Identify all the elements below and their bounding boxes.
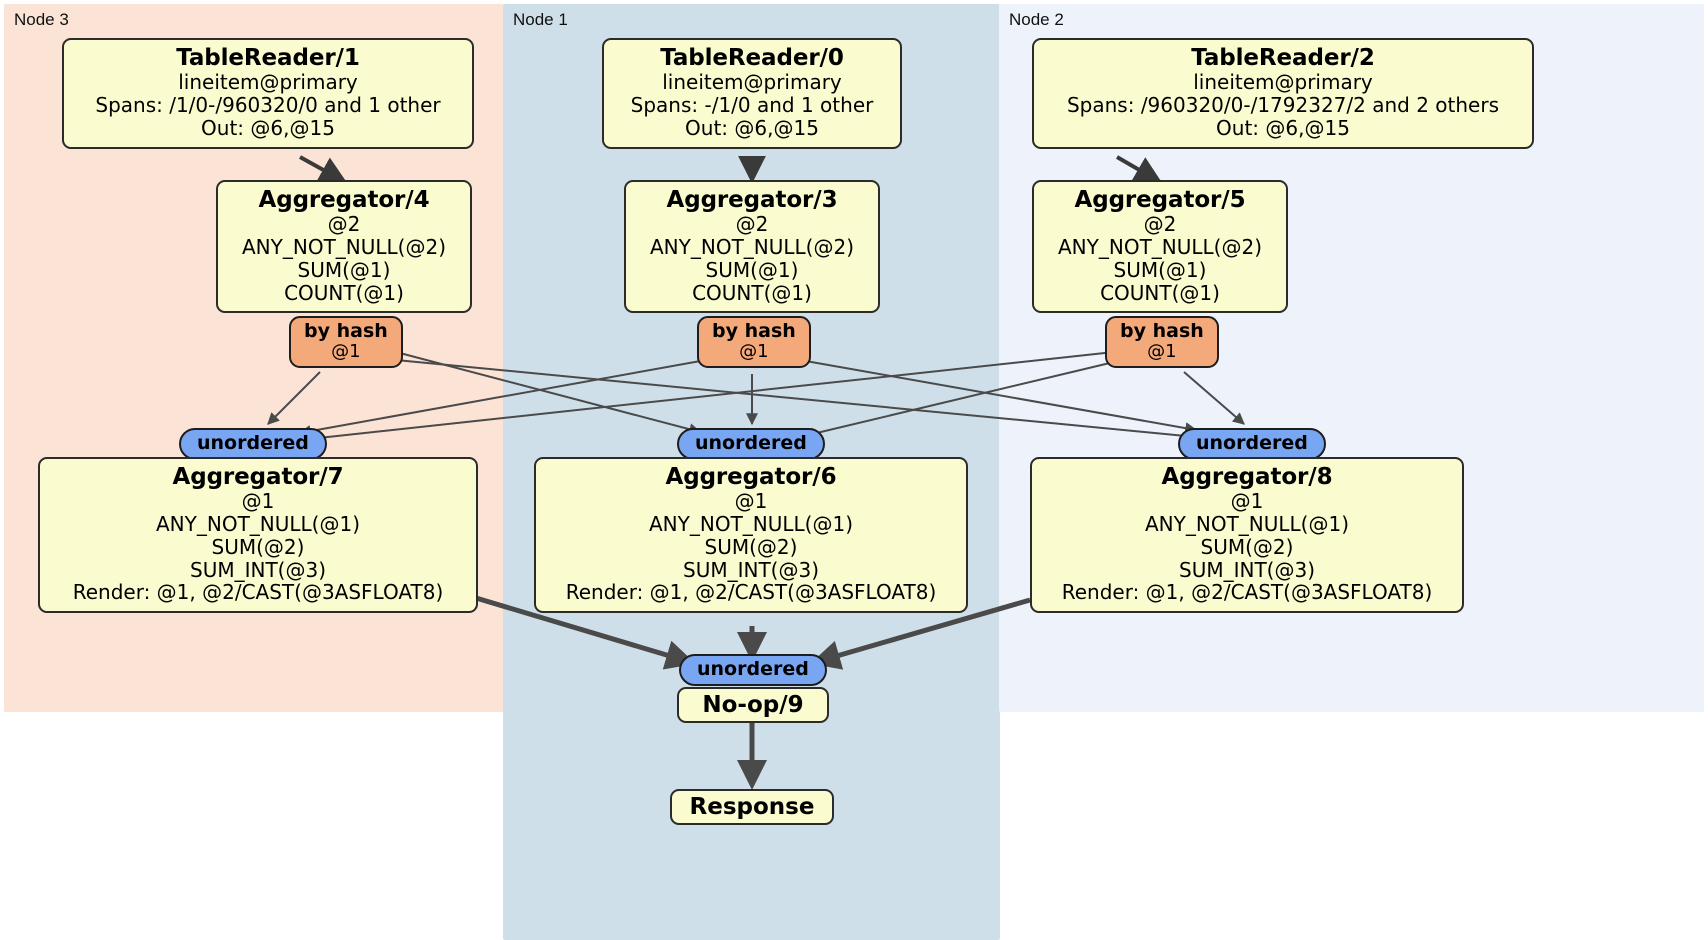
input-synchronizer-unordered-node2[interactable]: unordered [1178,428,1326,460]
processor-detail-agg-2: COUNT(@1) [284,280,404,305]
processor-detail-spans: Spans: /1/0-/960320/0 and 1 other [95,93,441,118]
processor-detail-agg-1: SUM(@2) [211,534,305,559]
processor-title: TableReader/2 [1191,45,1375,71]
processor-title: Aggregator/4 [258,187,430,213]
processor-title: Aggregator/8 [1161,464,1333,490]
processor-detail-agg-1: SUM(@1) [705,257,799,282]
router-type-label: by hash [1120,320,1204,342]
processor-tablereader-2[interactable]: TableReader/2 lineitem@primary Spans: /9… [1032,38,1534,149]
router-type-label: by hash [304,320,388,342]
processor-response[interactable]: Response [670,789,834,825]
processor-detail-groupcol: @2 [1143,212,1177,237]
output-router-by-hash-aggregator4[interactable]: by hash @1 [289,316,403,368]
processor-detail-agg-1: SUM(@2) [704,534,798,559]
processor-detail-table: lineitem@primary [1193,70,1373,95]
processor-title: Response [689,794,815,820]
processor-tablereader-0[interactable]: TableReader/0 lineitem@primary Spans: -/… [602,38,902,149]
router-column-label: @1 [331,340,361,362]
processor-detail-table: lineitem@primary [662,70,842,95]
processor-detail-groupcol: @2 [327,212,361,237]
processor-detail-render: Render: @1, @2/CAST(@3ASFLOAT8) [72,580,444,605]
processor-detail-table: lineitem@primary [178,70,358,95]
processor-noop-9[interactable]: No-op/9 [677,687,829,723]
processor-detail-agg-0: ANY_NOT_NULL(@2) [1058,235,1262,260]
processor-detail-agg-1: SUM(@1) [297,257,391,282]
processor-detail-agg-1: SUM(@1) [1113,257,1207,282]
router-column-label: @1 [1147,340,1177,362]
processor-detail-out: Out: @6,@15 [685,115,819,140]
processor-detail-agg-2: SUM_INT(@3) [1179,557,1315,582]
processor-detail-agg-2: SUM_INT(@3) [190,557,326,582]
processor-detail-groupcol: @1 [1230,489,1264,514]
node-panel-label-node1: Node 1 [513,10,568,29]
processor-detail-spans: Spans: /960320/0-/1792327/2 and 2 others [1066,93,1499,118]
processor-detail-agg-2: COUNT(@1) [1100,280,1220,305]
processor-detail-agg-2: COUNT(@1) [692,280,812,305]
processor-detail-spans: Spans: -/1/0 and 1 other [630,93,874,118]
processor-title: Aggregator/7 [172,464,344,490]
processor-aggregator-4[interactable]: Aggregator/4 @2 ANY_NOT_NULL(@2) SUM(@1)… [216,180,472,314]
processor-detail-agg-1: SUM(@2) [1200,534,1294,559]
input-synchronizer-unordered-node1[interactable]: unordered [677,428,825,460]
processor-aggregator-7[interactable]: Aggregator/7 @1 ANY_NOT_NULL(@1) SUM(@2)… [38,457,478,614]
processor-detail-render: Render: @1, @2/CAST(@3ASFLOAT8) [1061,580,1433,605]
processor-detail-groupcol: @2 [735,212,769,237]
input-synchronizer-unordered-final[interactable]: unordered [679,654,827,686]
processor-title: TableReader/1 [176,45,360,71]
processor-aggregator-8[interactable]: Aggregator/8 @1 ANY_NOT_NULL(@1) SUM(@2)… [1030,457,1464,614]
processor-detail-agg-0: ANY_NOT_NULL(@2) [242,235,446,260]
processor-detail-render: Render: @1, @2/CAST(@3ASFLOAT8) [565,580,937,605]
router-column-label: @1 [739,340,769,362]
processor-aggregator-3[interactable]: Aggregator/3 @2 ANY_NOT_NULL(@2) SUM(@1)… [624,180,880,314]
processor-detail-agg-0: ANY_NOT_NULL(@1) [649,512,853,537]
processor-title: Aggregator/3 [666,187,838,213]
output-router-by-hash-aggregator5[interactable]: by hash @1 [1105,316,1219,368]
processor-tablereader-1[interactable]: TableReader/1 lineitem@primary Spans: /1… [62,38,474,149]
processor-detail-out: Out: @6,@15 [201,115,335,140]
node-panel-label-node2: Node 2 [1009,10,1064,29]
processor-title: Aggregator/6 [665,464,837,490]
processor-detail-groupcol: @1 [734,489,768,514]
processor-aggregator-5[interactable]: Aggregator/5 @2 ANY_NOT_NULL(@2) SUM(@1)… [1032,180,1288,314]
processor-detail-groupcol: @1 [241,489,275,514]
input-synchronizer-unordered-node3[interactable]: unordered [179,428,327,460]
router-type-label: by hash [712,320,796,342]
processor-detail-agg-0: ANY_NOT_NULL(@1) [156,512,360,537]
processor-detail-agg-0: ANY_NOT_NULL(@1) [1145,512,1349,537]
processor-title: No-op/9 [702,692,804,718]
processor-title: TableReader/0 [660,45,844,71]
output-router-by-hash-aggregator3[interactable]: by hash @1 [697,316,811,368]
processor-detail-agg-2: SUM_INT(@3) [683,557,819,582]
node-panel-label-node3: Node 3 [14,10,69,29]
processor-detail-agg-0: ANY_NOT_NULL(@2) [650,235,854,260]
processor-detail-out: Out: @6,@15 [1216,115,1350,140]
processor-aggregator-6[interactable]: Aggregator/6 @1 ANY_NOT_NULL(@1) SUM(@2)… [534,457,968,614]
processor-title: Aggregator/5 [1074,187,1246,213]
